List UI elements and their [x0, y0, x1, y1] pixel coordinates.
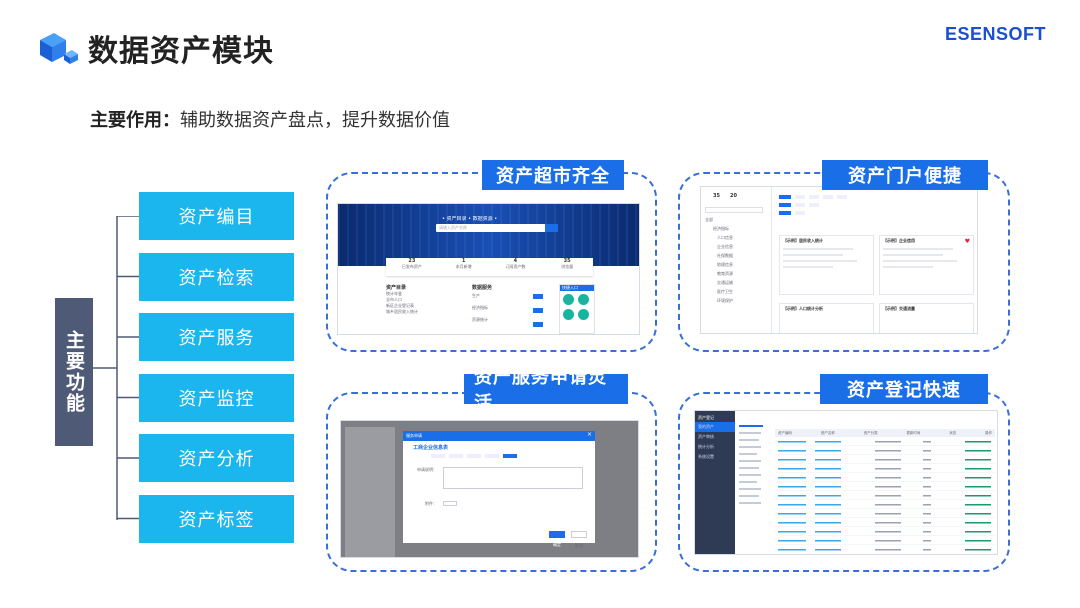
- tag-portal: 资产门户便捷: [822, 160, 988, 190]
- list-item[interactable]: 新区企业登记表: [386, 303, 414, 308]
- dialog-cancel-button[interactable]: 取消: [571, 531, 587, 548]
- quick-icon[interactable]: [578, 309, 589, 320]
- list-item[interactable]: 生产: [472, 293, 480, 298]
- cube-logo-icon: [40, 33, 78, 64]
- portal-filters: [779, 195, 959, 215]
- register-sidebar: 资产登记 我的资产 资产审核 统计分析 系统设置: [695, 411, 735, 554]
- screenshot-portal: 35 20 全部 经济指标 人口信息 企业信息 社保数据 地理信息 教育资源 交…: [700, 186, 978, 334]
- connector-lines: [93, 216, 141, 520]
- quick-icon[interactable]: [563, 294, 574, 305]
- sidebar-item[interactable]: 系统设置: [698, 454, 714, 459]
- market-list-left: 资产目录 统计年鉴 全市人口 新区企业登记表 城乡居民收入统计: [386, 284, 458, 315]
- list-item[interactable]: 资源统计: [472, 317, 488, 322]
- tree-item[interactable]: 交通运输: [717, 280, 733, 285]
- attachment-field[interactable]: [443, 501, 457, 506]
- tree-item[interactable]: 全部: [705, 217, 713, 222]
- tree-item[interactable]: 社保数据: [717, 253, 733, 258]
- tree-item[interactable]: 教育资源: [717, 271, 733, 276]
- tree-item[interactable]: 经济指标: [713, 226, 729, 231]
- sidebar-item[interactable]: 我的资产: [695, 422, 735, 432]
- page-title: 数据资产模块: [88, 34, 274, 69]
- asset-card[interactable]: 【示例】人口统计分析: [779, 303, 874, 333]
- subtitle-label: 主要作用：: [90, 110, 180, 131]
- list-item[interactable]: 经济指标: [472, 305, 488, 310]
- market-banner: • 资产目录 • 数据资源 • 请输入资产名称: [338, 204, 639, 266]
- tree-item[interactable]: 医疗卫生: [717, 289, 733, 294]
- dialog-title: 服务申请: [406, 433, 422, 438]
- portal-sidebar: 35 20 全部 经济指标 人口信息 企业信息 社保数据 地理信息 教育资源 交…: [705, 193, 763, 304]
- close-icon[interactable]: ×: [586, 431, 592, 438]
- market-list-mid: 数据服务 生产 经济指标 资源统计: [472, 284, 552, 323]
- list-item[interactable]: 全市人口: [386, 297, 402, 302]
- market-search-placeholder: 请输入资产名称: [439, 225, 467, 230]
- screenshot-service: 服务申请 × 工商企业信息表 申请说明： 附件： 确定 取消: [340, 420, 639, 558]
- function-item-tag[interactable]: 资产标签: [139, 494, 294, 543]
- service-dialog: 服务申请 × 工商企业信息表 申请说明： 附件： 确定 取消: [403, 431, 595, 548]
- screenshot-register: 资产登记 我的资产 资产审核 统计分析 系统设置 资产编码 资产名称 资产分类 …: [694, 410, 998, 555]
- sidebar-item[interactable]: 统计分析: [698, 444, 714, 449]
- register-table-body: [775, 441, 995, 553]
- tree-item[interactable]: 地理信息: [717, 262, 733, 267]
- portal-filter-input[interactable]: [705, 207, 763, 213]
- dialog-heading: 工商企业信息表: [413, 445, 449, 451]
- function-item-service[interactable]: 资产服务: [139, 313, 294, 361]
- register-tree: [739, 425, 771, 551]
- tag-service: 资产服务申请灵活: [464, 367, 628, 414]
- banner-text: • 资产目录 • 数据资源 •: [442, 216, 498, 222]
- market-search-button[interactable]: [545, 224, 558, 232]
- quick-icon[interactable]: [578, 294, 589, 305]
- function-item-analysis[interactable]: 资产分析: [139, 434, 294, 482]
- tag-market: 资产超市齐全: [482, 160, 624, 190]
- market-quick-entry: 快捷入口: [559, 284, 595, 334]
- subtitle: 主要作用：辅助数据资产盘点，提升数据价值: [90, 106, 450, 132]
- tree-item[interactable]: 企业信息: [717, 244, 733, 249]
- function-item-monitor[interactable]: 资产监控: [139, 373, 294, 422]
- main-function-text: 主要功能: [63, 330, 85, 414]
- main-function-label: 主要功能: [55, 298, 93, 446]
- tree-item[interactable]: 环境保护: [717, 298, 733, 303]
- quick-icon[interactable]: [563, 309, 574, 320]
- function-list: 资产编目 资产检索 资产服务 资产监控 资产分析 资产标签: [139, 192, 294, 555]
- tag-register: 资产登记快速: [820, 374, 988, 404]
- market-search-box[interactable]: 请输入资产名称: [436, 224, 546, 232]
- tree-item[interactable]: 人口信息: [717, 235, 733, 240]
- sidebar-item[interactable]: 资产审核: [698, 434, 714, 439]
- brand-logo-text: ESENSOFT: [944, 24, 1046, 44]
- list-item[interactable]: 统计年鉴: [386, 291, 402, 296]
- asset-card[interactable]: 【示例】交通流量: [879, 303, 974, 333]
- subtitle-text: 辅助数据资产盘点，提升数据价值: [180, 110, 450, 131]
- register-table-header: 资产编码 资产名称 资产分类 更新时间 状态 操作: [775, 429, 995, 437]
- heart-icon[interactable]: ♥: [964, 238, 970, 245]
- apply-textarea[interactable]: [443, 467, 583, 489]
- function-item-catalog[interactable]: 资产编目: [139, 192, 294, 240]
- list-item[interactable]: 城乡居民收入统计: [386, 309, 418, 314]
- sidebar-item[interactable]: 资产登记: [698, 415, 714, 420]
- function-item-search[interactable]: 资产检索: [139, 252, 294, 301]
- asset-card[interactable]: 【示例】居民收入统计: [779, 235, 874, 295]
- asset-card[interactable]: 【示例】企业信用 ♥: [879, 235, 974, 295]
- dialog-ok-button[interactable]: 确定: [549, 531, 565, 547]
